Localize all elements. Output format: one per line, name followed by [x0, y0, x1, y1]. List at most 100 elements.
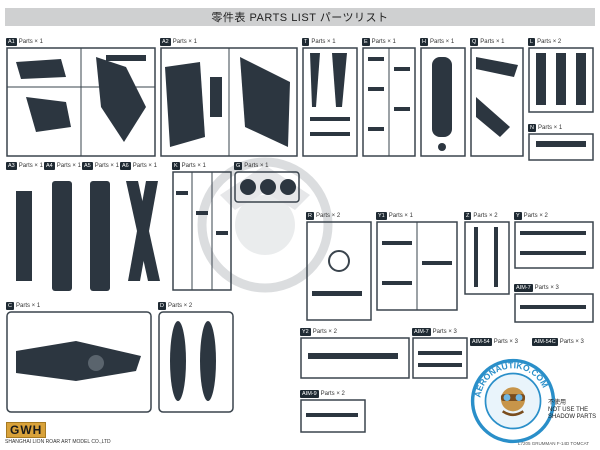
- sprue-code: AIM-7: [412, 328, 431, 336]
- sprue-l-drawing: [528, 47, 594, 113]
- sprue-y2-drawing: [300, 337, 410, 379]
- sprue-z-drawing: [464, 221, 510, 295]
- sprue-code: E: [362, 38, 370, 46]
- panel-c: C Parts × 1: [6, 302, 152, 416]
- sprue-quantity: Parts × 1: [94, 163, 119, 169]
- sprue-quantity: Parts × 1: [18, 39, 43, 45]
- sprue-t-drawing: [302, 47, 358, 157]
- sprue-quantity: Parts × 2: [312, 329, 337, 335]
- sprue-code: Z: [464, 212, 472, 220]
- sprue-g-drawing: [234, 171, 300, 203]
- sprue-code: AIM-54: [470, 338, 492, 346]
- sprue-code: K: [172, 162, 180, 170]
- panel-q: Q Parts × 1: [470, 38, 524, 158]
- sprue-code: C: [6, 302, 14, 310]
- watermark-ring-text: AERONAUTIKO.COM: [472, 360, 550, 398]
- sprue-code: A4: [44, 162, 55, 170]
- panel-z: Z Parts × 2: [464, 212, 510, 296]
- sprue-quantity: Parts × 1: [311, 39, 336, 45]
- panel-a4: A4 Parts × 1: [44, 162, 81, 292]
- panel-r: R Parts × 2: [306, 212, 372, 322]
- panel-y1: Y1 Parts × 1: [376, 212, 458, 322]
- sprue-c-drawing: [6, 311, 152, 413]
- sprue-code: G: [234, 162, 243, 170]
- sprue-quantity: Parts × 1: [480, 39, 505, 45]
- sprue-aim9-drawing: [300, 399, 366, 433]
- sprue-h-drawing: [420, 47, 466, 157]
- sprue-code: A2: [160, 38, 171, 46]
- sprue-quantity: Parts × 1: [15, 303, 41, 309]
- sprue-code: A6: [120, 162, 131, 170]
- sprue-quantity: Parts × 1: [388, 213, 413, 219]
- sprue-quantity: Parts × 1: [244, 163, 269, 169]
- sprue-a4-drawing: [52, 181, 72, 291]
- panel-aim54c: AIM-54C Parts × 3: [532, 338, 594, 384]
- sprue-quantity: Parts × 2: [537, 39, 562, 45]
- sprue-code: T: [302, 38, 310, 46]
- panel-e: E Parts × 1: [362, 38, 416, 158]
- sprue-k-drawing: [172, 171, 232, 291]
- sprue-a2-drawing: [160, 47, 298, 157]
- panel-y2: Y2 Parts × 2: [300, 328, 410, 380]
- sprue-y1-drawing: [376, 221, 458, 311]
- sprue-quantity: Parts × 2: [315, 213, 341, 219]
- sprue-r-drawing: [306, 221, 372, 321]
- panel-y: Y Parts × 2: [514, 212, 594, 270]
- sprue-quantity: Parts × 3: [432, 329, 457, 335]
- sprue-code: D: [158, 302, 166, 310]
- gwh-logo: GWH: [6, 422, 60, 438]
- sprue-quantity: Parts × 1: [172, 39, 197, 45]
- panel-aim7-b: AIM-7 Parts × 3: [514, 284, 594, 324]
- sprue-quantity: Parts × 3: [559, 339, 584, 345]
- sprue-quantity: Parts × 1: [371, 39, 396, 45]
- sprue-code: AIM-9: [300, 390, 319, 398]
- panel-aim54: AIM-54 Parts × 3: [470, 338, 530, 384]
- sprue-code: Y: [514, 212, 522, 220]
- panel-a2: A2 Parts × 1: [160, 38, 298, 158]
- sprue-quantity: Parts × 1: [132, 163, 157, 169]
- panel-k: K Parts × 1: [172, 162, 232, 292]
- aeronautiko-watermark-icon: [470, 358, 556, 444]
- sprue-code: L: [528, 38, 536, 46]
- sprue-code: Y2: [300, 328, 311, 336]
- sprue-a6-drawing: [126, 181, 160, 281]
- panel-t: T Parts × 1: [302, 38, 358, 158]
- panel-aim7-a: AIM-7 Parts × 3: [412, 328, 468, 380]
- sprue-code: A1: [6, 38, 17, 46]
- sprue-quantity: Parts × 3: [534, 285, 559, 291]
- sprue-y-drawing: [514, 221, 594, 269]
- sprue-quantity: Parts × 1: [537, 125, 563, 131]
- sprue-code: H: [420, 38, 428, 46]
- sprue-aim7-a-drawing: [412, 337, 468, 379]
- panel-aim9: AIM-9 Parts × 2: [300, 390, 366, 436]
- sprue-q-drawing: [470, 47, 524, 157]
- sprue-a3-drawing: [16, 191, 32, 281]
- panel-n: N Parts × 1: [528, 124, 594, 162]
- sprue-a5-drawing: [90, 181, 110, 291]
- sprue-quantity: Parts × 3: [493, 339, 518, 345]
- svg-text:AERONAUTIKO.COM: AERONAUTIKO.COM: [472, 360, 550, 398]
- sprue-n-drawing: [528, 133, 594, 161]
- page-title: 零件表 PARTS LIST パーツリスト: [5, 8, 595, 26]
- company-name: SHANGHAI LION ROAR ART MODEL CO.,LTD: [5, 439, 111, 445]
- panel-l: L Parts × 2: [528, 38, 594, 114]
- sprue-quantity: Parts × 2: [523, 213, 548, 219]
- sprue-quantity: Parts × 1: [181, 163, 206, 169]
- sprue-code: AIM-7: [514, 284, 533, 292]
- sprue-code: AIM-54C: [532, 338, 558, 346]
- sprue-code: Y1: [376, 212, 387, 220]
- sprue-quantity: Parts × 2: [473, 213, 498, 219]
- sprue-quantity: Parts × 2: [320, 391, 345, 397]
- sprue-code: A3: [6, 162, 17, 170]
- sprue-quantity: Parts × 1: [429, 39, 455, 45]
- sprue-aim7-b-drawing: [514, 293, 594, 323]
- sprue-e-drawing: [362, 47, 416, 157]
- sprue-quantity: Parts × 1: [18, 163, 43, 169]
- sprue-quantity: Parts × 2: [167, 303, 193, 309]
- sprue-d-drawing: [158, 311, 234, 413]
- shadow-parts-note: 不使用 NOT USE THE SHADOW PARTS: [548, 400, 597, 420]
- gwh-logo-text: GWH: [6, 422, 47, 438]
- panel-h: H Parts × 1: [420, 38, 466, 158]
- sprue-a1-drawing: [6, 47, 156, 157]
